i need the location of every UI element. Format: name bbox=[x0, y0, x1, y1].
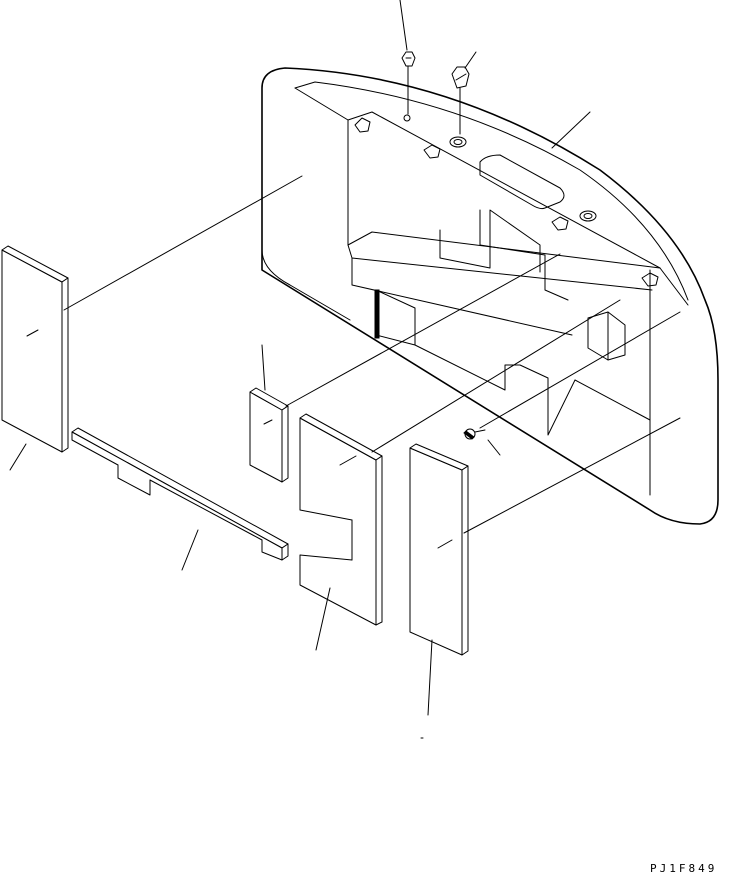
small-screw bbox=[463, 428, 486, 440]
bolt-top-right bbox=[451, 66, 470, 89]
insulation-pad-l-shaped bbox=[299, 413, 383, 626]
bolt-top-left bbox=[401, 51, 416, 67]
insulation-pad-left bbox=[1, 245, 69, 453]
counterweight-housing bbox=[261, 67, 719, 525]
insulation-pad-small bbox=[249, 387, 289, 483]
drawing-code: PJ1F849 bbox=[650, 862, 718, 875]
leader-lines bbox=[9, 0, 681, 739]
insulation-strip-notched bbox=[71, 427, 289, 561]
insulation-pad-right bbox=[409, 443, 469, 656]
